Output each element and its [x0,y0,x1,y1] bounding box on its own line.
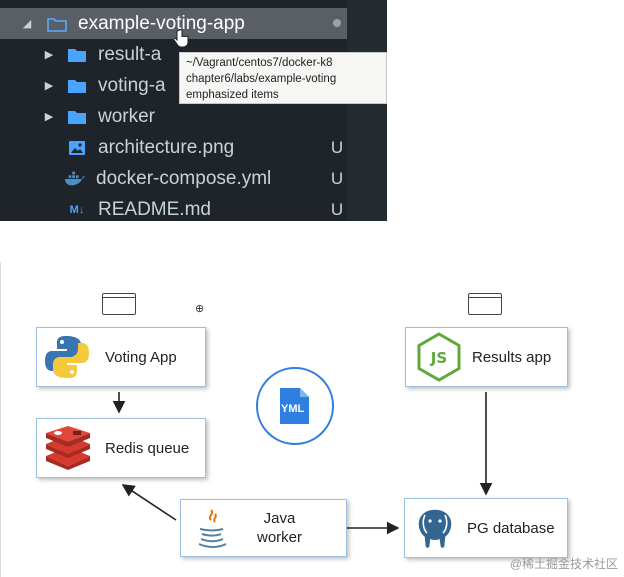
redis-icon [46,426,90,470]
explorer-scrollbar[interactable] [347,0,387,221]
tree-item-label: README.md [98,198,211,220]
browser-window-icon [102,293,136,315]
tooltip-line: emphasized items [186,89,279,101]
hand-cursor-icon [174,29,189,48]
git-status-untracked: U [330,137,344,157]
node-redis-queue: Redis queue [36,418,206,478]
node-label: Java [263,510,296,527]
chevron-right-icon: ▶ [44,49,54,61]
chevron-down-icon: ◢ [22,18,32,30]
tree-root-example-voting-app[interactable]: ◢ example-voting-app [0,8,347,39]
nodejs-icon: JS [417,332,461,382]
node-java-worker: Java worker [180,499,347,557]
yml-compose-node: YML [256,367,334,445]
folder-icon [66,77,88,95]
tooltip-line: ~/Vagrant/centos7/docker-k8 [186,57,333,69]
arrow-worker-to-redis [121,484,177,521]
yml-label: YML [281,403,305,415]
tree-item-readme[interactable]: M↓ README.md U [0,194,347,221]
js-label: JS [430,349,447,367]
tree-item-label: docker-compose.yml [96,167,272,189]
node-label: worker [257,529,303,546]
node-results-app: JS Results app [405,327,568,387]
folder-icon [66,46,88,64]
git-status-untracked: U [330,168,344,188]
tree-item-docker-compose[interactable]: docker-compose.yml U [0,163,347,194]
java-icon [198,509,227,548]
architecture-diagram: ⊕ Voting App Redis queue [0,262,624,577]
docker-icon [64,170,86,188]
tree-item-result-app[interactable]: ▶ result-a [0,39,347,70]
node-voting-app: Voting App [36,327,206,387]
node-label: Voting App [105,348,177,366]
path-tooltip: ~/Vagrant/centos7/docker-k8 chapter6/lab… [179,52,387,104]
tree-item-worker[interactable]: ▶ worker [0,101,347,132]
browser-window-icon [468,293,502,315]
node-label: PG database [467,519,555,537]
tooltip-line: chapter6/labs/example-voting [186,73,337,85]
watermark: @稀土掘金技术社区 [509,557,618,571]
folder-open-icon [46,15,68,33]
node-pg-database: PG database [404,498,568,558]
python-icon [45,336,89,378]
postgresql-icon [417,508,453,550]
chevron-right-icon: ▶ [44,80,54,92]
diagram-connectors [112,392,493,535]
yml-file-icon: YML [277,386,313,426]
tree-item-voting-app[interactable]: ▶ voting-a [0,70,347,101]
chevron-right-icon: ▶ [44,111,54,123]
tree-item-label: worker [98,105,156,127]
git-status-untracked: U [330,199,344,219]
file-explorer: ◢ example-voting-app ▶ result-a ▶ voting… [0,0,387,221]
zoom-icon: ⊕ [195,303,205,315]
tree-root-label: example-voting-app [78,12,245,34]
node-label: Redis queue [105,439,190,457]
node-label: Results app [472,348,552,366]
image-file-icon [66,139,88,157]
tree-item-architecture-png[interactable]: architecture.png U [0,132,347,163]
markdown-icon: M↓ [69,203,85,216]
tree-item-label: voting-a [98,74,166,96]
folder-icon [66,108,88,126]
tree-item-label: architecture.png [98,136,235,158]
modified-dot-icon [333,19,341,27]
tree-item-label: result-a [98,43,162,65]
